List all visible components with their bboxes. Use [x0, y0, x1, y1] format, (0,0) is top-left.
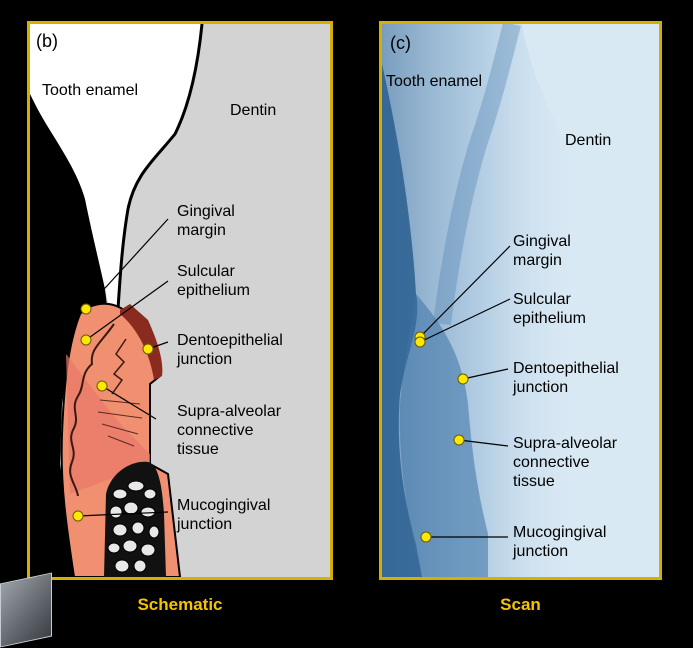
- marker-dentoepithelial-junction: [143, 344, 153, 354]
- label-dentoepithelial-junction-2: junction: [513, 378, 568, 397]
- label-mucogingival-junction-2: junction: [513, 542, 568, 561]
- scan-panel: (c) Tooth enamel Dentin Gingival margin …: [379, 21, 662, 580]
- label-dentin: Dentin: [230, 101, 276, 120]
- marker-mucogingival-junction: [73, 511, 83, 521]
- label-supra-alveolar-1: Supra-alveolar: [513, 434, 617, 453]
- label-sulcular-epithelium-1: Sulcular: [177, 262, 235, 281]
- label-gingival-margin-1: Gingival: [177, 202, 235, 221]
- scan-marker-mucogingival-junction: [421, 532, 431, 542]
- label-dentoepithelial-junction-1: Dentoepithelial: [513, 359, 619, 378]
- label-mucogingival-junction-1: Mucogingival: [513, 523, 606, 542]
- label-dentin: Dentin: [565, 131, 611, 150]
- label-supra-alveolar-1: Supra-alveolar: [177, 402, 281, 421]
- label-gingival-margin-2: margin: [513, 251, 562, 270]
- label-dentoepithelial-junction-1: Dentoepithelial: [177, 331, 283, 350]
- schematic-panel: (b) Tooth enamel Dentin Gingival margin …: [27, 21, 333, 580]
- label-gingival-margin-1: Gingival: [513, 232, 571, 251]
- label-supra-alveolar-3: tissue: [513, 472, 555, 491]
- scan-marker-supra-alveolar: [454, 435, 464, 445]
- label-dentoepithelial-junction-2: junction: [177, 350, 232, 369]
- label-tooth-enamel: Tooth enamel: [42, 81, 138, 100]
- schematic-illustration: [30, 24, 330, 577]
- label-sulcular-epithelium-1: Sulcular: [513, 290, 571, 309]
- label-mucogingival-junction-1: Mucogingival: [177, 496, 270, 515]
- marker-gingival-margin: [81, 304, 91, 314]
- label-supra-alveolar-2: connective: [513, 453, 590, 472]
- label-supra-alveolar-3: tissue: [177, 440, 219, 459]
- panel-letter: (b): [36, 32, 58, 51]
- label-sulcular-epithelium-2: epithelium: [513, 309, 586, 328]
- panel-letter: (c): [390, 34, 411, 53]
- scan-caption: Scan: [379, 595, 662, 615]
- scan-marker-dentoepithelial-junction: [458, 374, 468, 384]
- alveolar-bone: [104, 462, 166, 577]
- label-mucogingival-junction-2: junction: [177, 515, 232, 534]
- label-supra-alveolar-2: connective: [177, 421, 254, 440]
- marker-sulcular-epithelium: [81, 335, 91, 345]
- label-tooth-enamel: Tooth enamel: [386, 72, 482, 91]
- label-gingival-margin-2: margin: [177, 221, 226, 240]
- label-sulcular-epithelium-2: epithelium: [177, 281, 250, 300]
- marker-supra-alveolar: [97, 381, 107, 391]
- schematic-caption: Schematic: [27, 595, 333, 615]
- corner-thumbnail-image: [0, 572, 52, 647]
- scan-marker-sulcular-epithelium: [415, 337, 425, 347]
